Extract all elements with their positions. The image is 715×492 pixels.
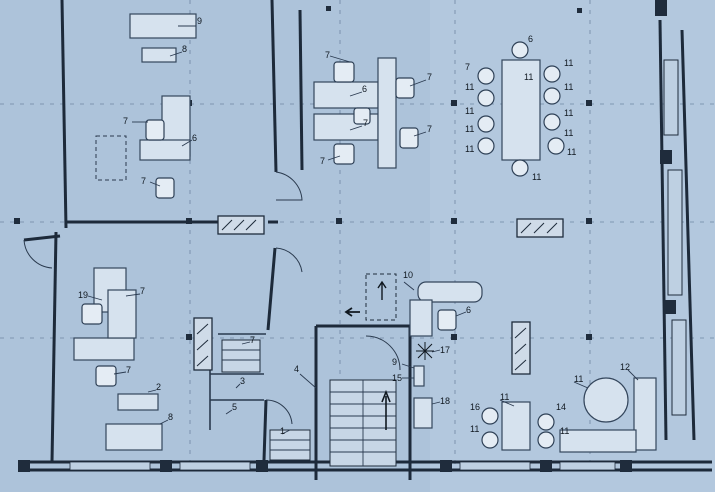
tag: 7 (465, 62, 470, 72)
kitchen-area (344, 273, 531, 451)
tag: 5 (232, 402, 237, 412)
tag: 7 (363, 118, 368, 128)
office-top-middle (313, 57, 419, 169)
tag: 7 (123, 116, 128, 126)
tag: 16 (470, 402, 480, 412)
tag: 11 (560, 426, 569, 436)
tag: 11 (564, 58, 573, 68)
tag: 8 (168, 412, 173, 422)
tag: 11 (465, 124, 474, 134)
tag: 6 (466, 305, 471, 315)
tag: 9 (392, 357, 397, 367)
tag: 1 (280, 426, 285, 436)
lounge (481, 377, 657, 453)
tag: 11 (574, 374, 583, 384)
tag: 7 (320, 156, 325, 166)
tag: 11 (564, 108, 573, 118)
tag: 8 (182, 44, 187, 54)
tag: 7 (141, 176, 146, 186)
windows (69, 59, 687, 471)
tag: 7 (126, 365, 131, 375)
tag: 15 (392, 373, 402, 383)
leader-lines (87, 25, 639, 435)
stairs (221, 339, 397, 467)
tag: 14 (556, 402, 566, 412)
tag: 19 (78, 290, 88, 300)
tag: 6 (362, 84, 367, 94)
tag: 11 (532, 172, 541, 182)
tag: 7 (250, 335, 255, 345)
doors (23, 171, 401, 425)
tag: 11 (564, 82, 573, 92)
tag: 6 (528, 34, 533, 44)
tag: 9 (197, 16, 202, 26)
conference-room (477, 41, 565, 177)
tag: 11 (567, 147, 576, 157)
tags: 9 8 7 7 7 6 6 7 7 7 7 6 7 11 11 11 11 11… (78, 16, 630, 436)
tag: 11 (470, 424, 479, 434)
tag: 7 (427, 124, 432, 134)
tag: 11 (465, 106, 474, 116)
tag: 17 (440, 345, 450, 355)
tag: 2 (156, 382, 161, 392)
tag: 11 (564, 128, 573, 138)
tag: 7 (325, 50, 330, 60)
tag: 7 (140, 286, 145, 296)
columns (18, 0, 676, 472)
tag: 11 (465, 82, 474, 92)
tag: 12 (620, 362, 630, 372)
office-bottom-left (73, 267, 163, 451)
tag: 18 (440, 396, 450, 406)
tag: 3 (240, 376, 245, 386)
tag: 11 (465, 144, 474, 154)
tag: 6 (192, 133, 197, 143)
tag: 11 (500, 392, 509, 402)
office-top-left (95, 13, 197, 199)
tag: 11 (524, 72, 533, 82)
tag: 10 (403, 270, 413, 280)
tag: 4 (294, 364, 299, 374)
tag: 7 (427, 72, 432, 82)
fixtures (193, 215, 564, 375)
